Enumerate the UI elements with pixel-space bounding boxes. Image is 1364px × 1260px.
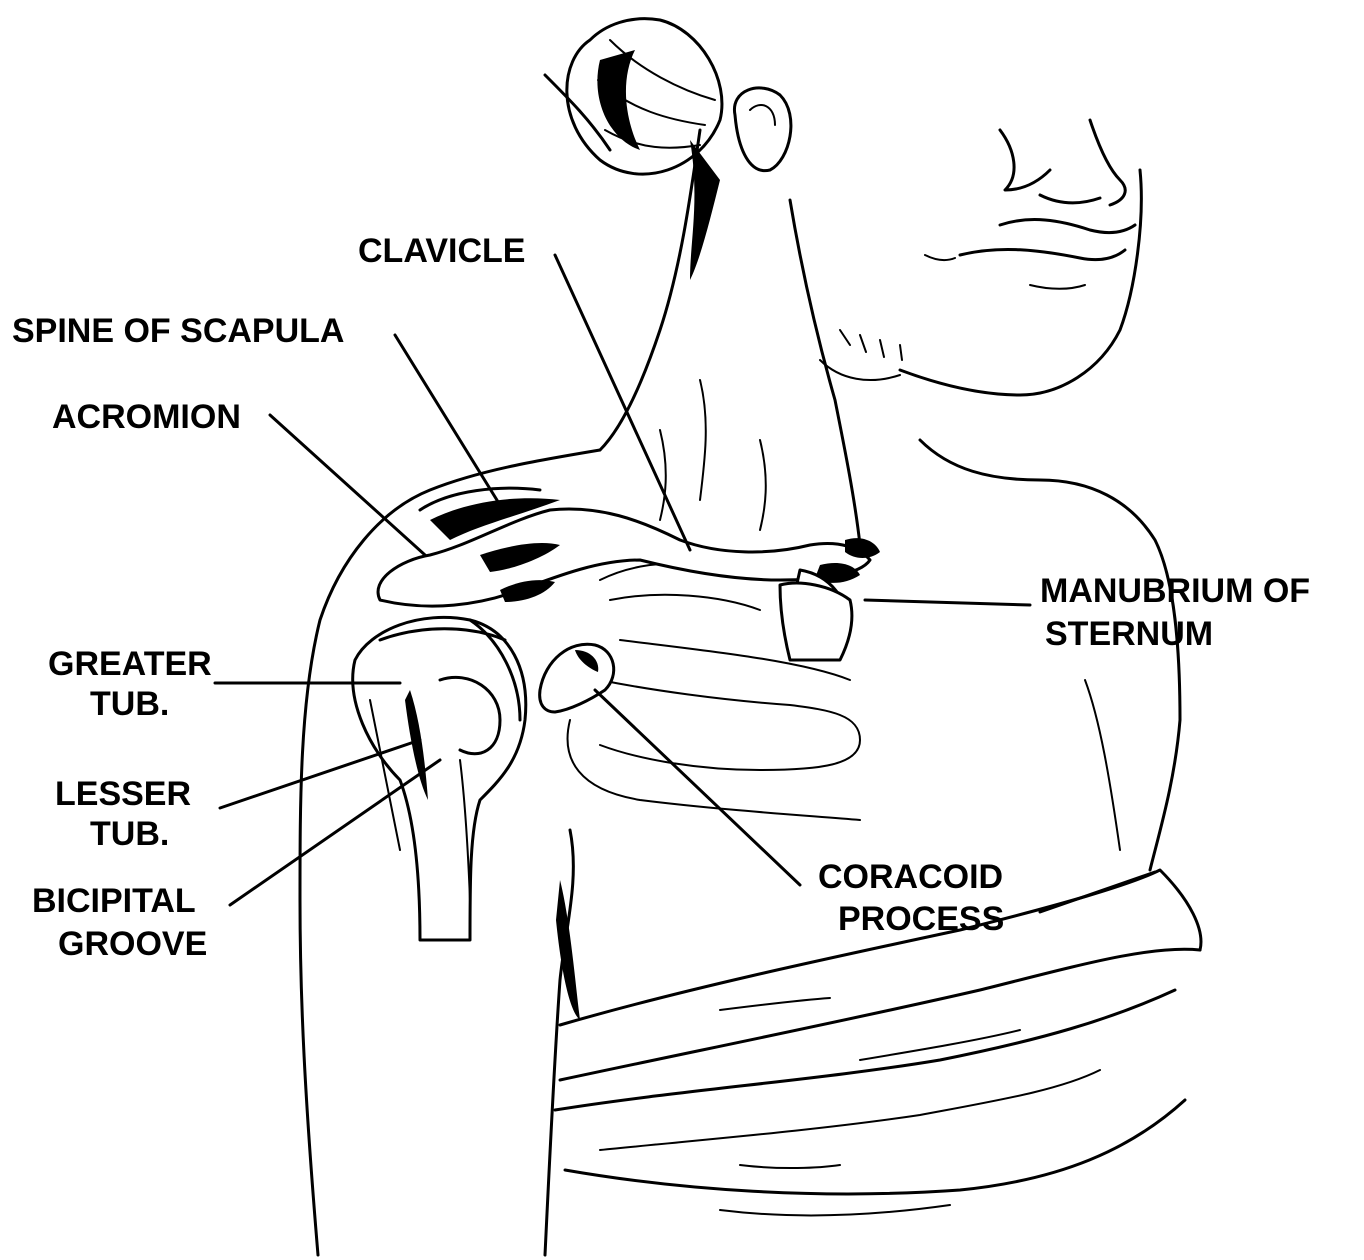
process-leader — [1040, 872, 1155, 912]
label-spine-of-scapula: SPINE OF SCAPULA — [12, 312, 344, 350]
label-greater-tub-line2: TUB. — [90, 685, 169, 723]
spine-of-scapula-leader — [395, 335, 500, 505]
neck — [600, 130, 860, 545]
label-acromion: ACROMION — [52, 398, 241, 436]
label-coracoid-line1: CORACOID — [818, 858, 1003, 896]
label-greater-tub-line1: GREATER — [48, 645, 212, 683]
label-lesser-tub-line2: TUB. — [90, 815, 169, 853]
acromion-leader — [270, 415, 425, 555]
label-bicipital-groove-line1: BICIPITAL — [32, 882, 196, 920]
label-manubrium-line2: STERNUM — [1045, 615, 1213, 653]
manubrium-bone — [780, 583, 852, 660]
coracoid-leader — [595, 690, 800, 885]
label-manubrium-line1: MANUBRIUM OF — [1040, 572, 1310, 610]
manubrium-leader — [865, 600, 1030, 605]
coracoid-bone — [540, 644, 614, 712]
leader-lines — [215, 255, 1155, 912]
label-clavicle: CLAVICLE — [358, 232, 525, 270]
label-coracoid-line2: PROCESS — [838, 900, 1004, 938]
label-lesser-tub-line1: LESSER — [55, 775, 191, 813]
labels: CLAVICLE SPINE OF SCAPULA ACROMION GREAT… — [12, 232, 1310, 963]
label-bicipital-groove-line2: GROOVE — [58, 925, 207, 963]
face — [820, 120, 1141, 395]
bicipital-groove-leader — [230, 760, 440, 905]
ear — [734, 88, 790, 171]
humerus — [353, 617, 526, 940]
